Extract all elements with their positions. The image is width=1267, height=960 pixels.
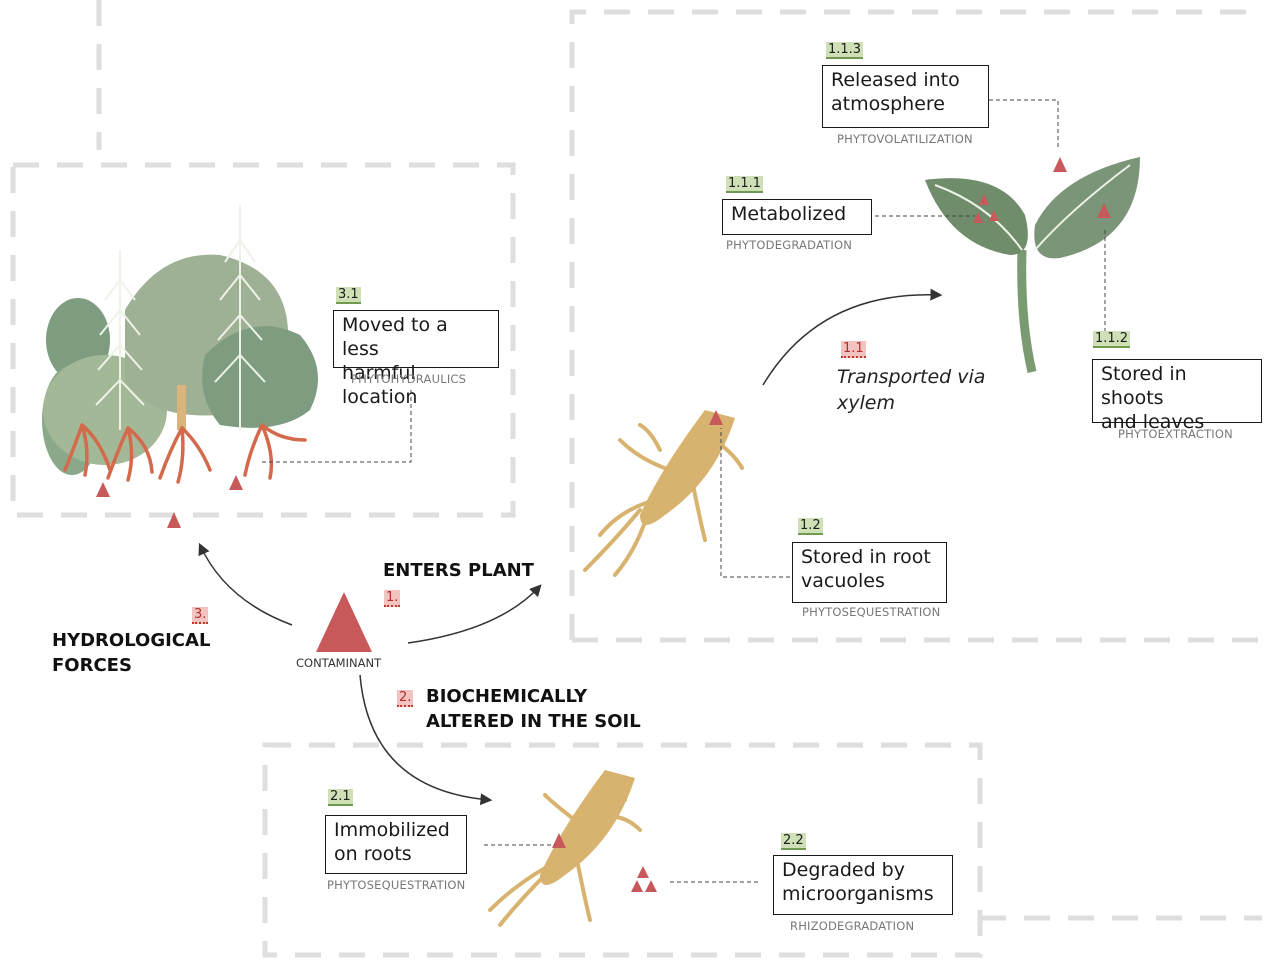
node-1-1-2-process: PHYTOEXTRACTION <box>1118 427 1233 441</box>
node-1-1-1-process: PHYTODEGRADATION <box>726 238 852 252</box>
node-2-1-number: 2.1 <box>328 789 353 806</box>
node-3-1-process: PHYTOHYDRAULICS <box>351 372 466 386</box>
microorganism-contaminants <box>631 866 657 892</box>
node-2-2-number: 2.2 <box>781 833 806 850</box>
enters-plant-number: 1. <box>384 590 400 607</box>
node-1-2-box: Stored in root vacuoles <box>792 542 947 603</box>
contaminant-label: CONTAMINANT <box>296 656 381 670</box>
node-1-1-1-number: 1.1.1 <box>726 176 763 193</box>
node-2-1-box: Immobilized on roots <box>325 815 467 874</box>
hydrological-heading: HYDROLOGICAL FORCES <box>52 628 210 678</box>
arrow-hydrological <box>200 545 292 625</box>
node-2-1-process: PHYTOSEQUESTRATION <box>327 878 465 892</box>
volatilized-contaminant <box>1053 157 1067 172</box>
node-3-1-number: 3.1 <box>336 287 361 304</box>
node-1-2-process: PHYTOSEQUESTRATION <box>802 605 940 619</box>
enters-plant-heading: ENTERS PLANT <box>383 558 534 583</box>
node-2-2-box: Degraded by microorganisms <box>773 855 953 915</box>
node-1-1-3-process: PHYTOVOLATILIZATION <box>837 132 973 146</box>
node-1-1-1-box: Metabolized <box>722 199 872 235</box>
node-1-2-number: 1.2 <box>798 518 823 535</box>
dashed-frames <box>13 0 1262 955</box>
contaminant-triangle <box>316 592 372 652</box>
transport-text: Transported via xylem <box>837 364 985 416</box>
node-1-1-3-box: Released into atmosphere <box>822 65 989 128</box>
node-3-1-box: Moved to a less harmful location <box>333 310 499 368</box>
trees-illustration <box>42 205 318 497</box>
arrow-enters-plant <box>408 586 540 643</box>
node-1-1-3-number: 1.1.3 <box>826 42 863 59</box>
hydrological-number: 3. <box>192 607 208 624</box>
root-illustration-upper <box>585 410 742 575</box>
root-illustration-lower <box>490 770 640 925</box>
node-1-1-2-box: Stored in shoots and leaves <box>1092 359 1262 423</box>
node-2-2-process: RHIZODEGRADATION <box>790 919 914 933</box>
biochemical-number: 2. <box>397 690 413 707</box>
transport-number: 1.1 <box>841 341 866 358</box>
biochemical-heading: BIOCHEMICALLY ALTERED IN THE SOIL <box>426 684 641 734</box>
node-1-1-2-number: 1.1.2 <box>1093 331 1130 348</box>
